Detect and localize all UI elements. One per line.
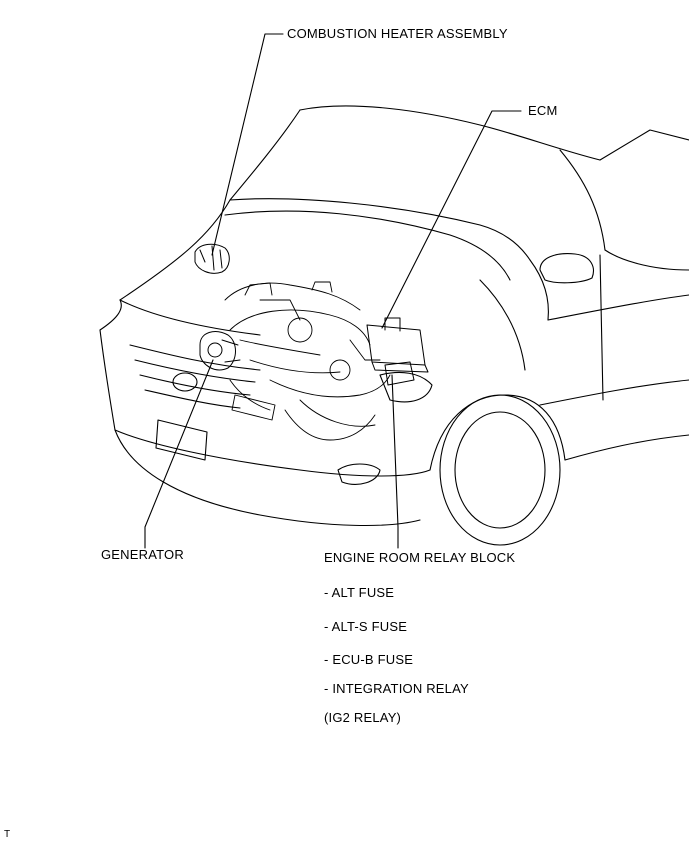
ecm-part xyxy=(366,317,429,373)
combustion-heater-label: COMBUSTION HEATER ASSEMBLY xyxy=(287,26,508,41)
engine-assembly xyxy=(224,281,391,441)
combustion-heater-part xyxy=(194,243,230,274)
generator-part xyxy=(199,331,241,371)
ecu-b-fuse-label: - ECU-B FUSE xyxy=(324,652,414,667)
ecm-label: ECM xyxy=(528,103,558,118)
alt-fuse-label: - ALT FUSE xyxy=(324,585,395,600)
alt-s-fuse-label: - ALT-S FUSE xyxy=(324,619,408,634)
relay-block-part xyxy=(384,361,415,386)
corner-mark: T xyxy=(4,829,11,840)
integration-relay-label: - INTEGRATION RELAY xyxy=(324,681,469,696)
ig2-relay-label: (IG2 RELAY) xyxy=(324,710,402,725)
engine-room-relay-block-label: ENGINE ROOM RELAY BLOCK xyxy=(324,550,516,565)
generator-label: GENERATOR xyxy=(101,547,184,562)
leader-lines xyxy=(144,33,522,549)
car-body-outline xyxy=(99,105,689,546)
